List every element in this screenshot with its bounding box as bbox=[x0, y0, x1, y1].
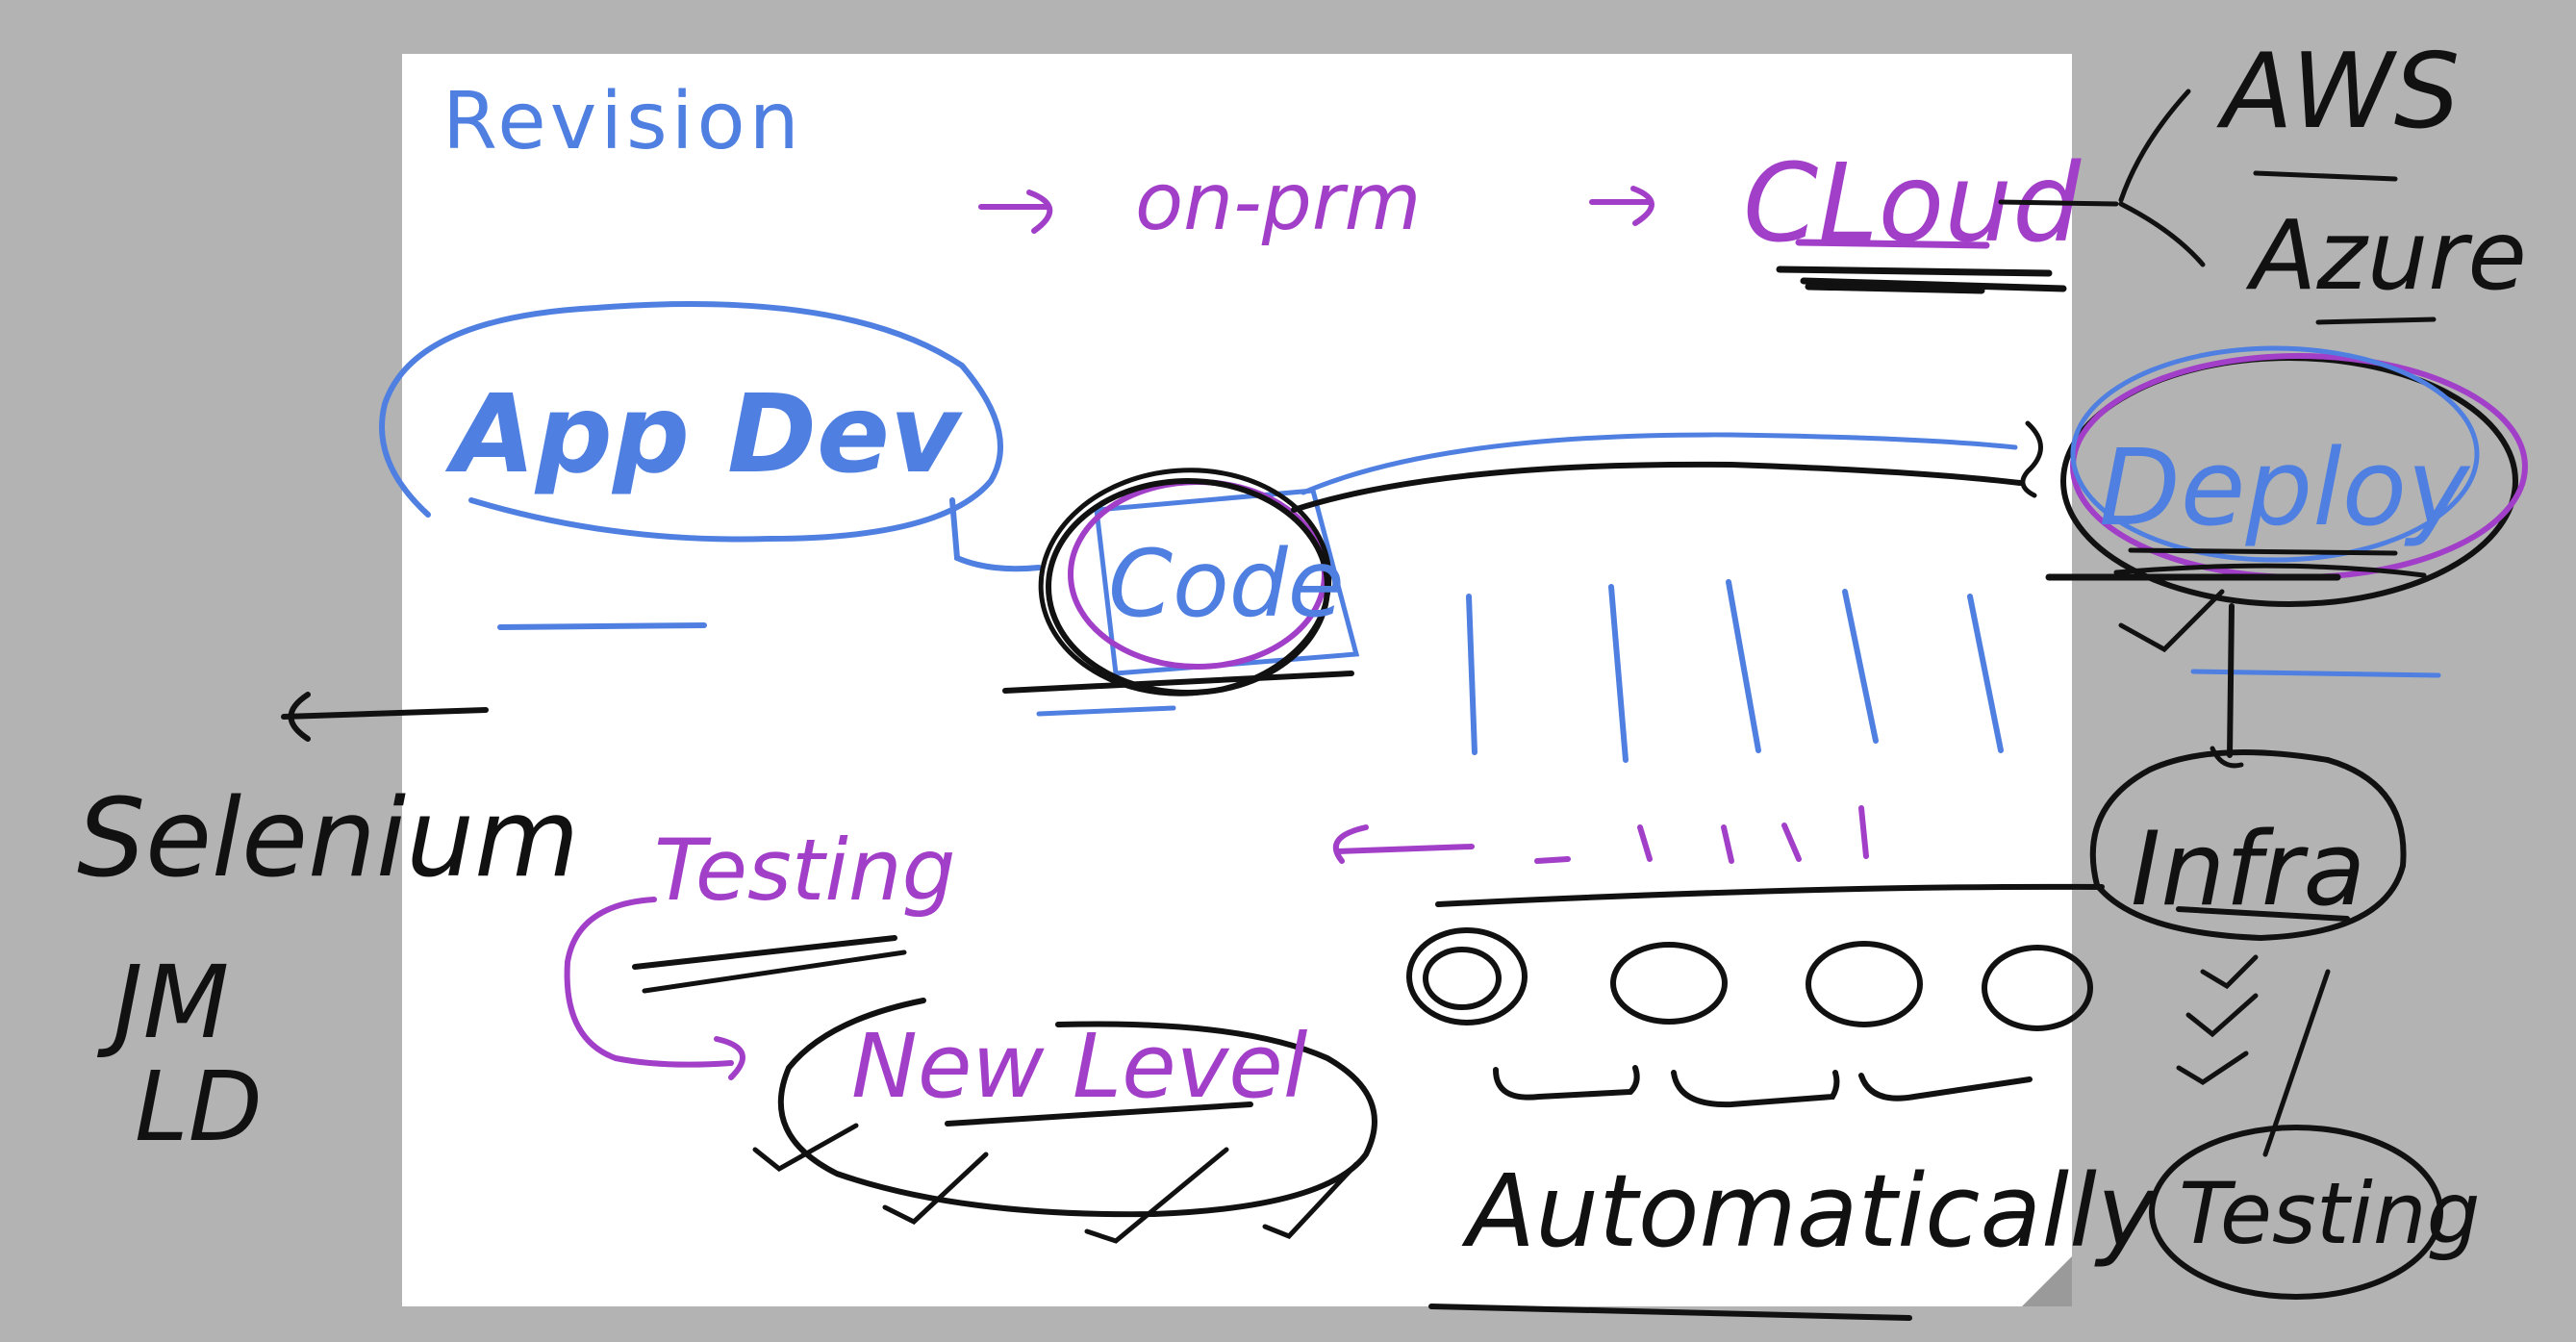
azure-label: Azure bbox=[2245, 199, 2527, 312]
app-dev-label: App Dev bbox=[444, 372, 963, 497]
middle-testing-strokes bbox=[564, 897, 907, 1080]
infra-checkmarks bbox=[2176, 954, 2331, 1157]
infra-to-pipeline-line bbox=[1435, 883, 2105, 907]
new-level-node bbox=[752, 998, 1377, 1244]
code-label: Code bbox=[1108, 530, 1345, 638]
pipeline-purple-strokes bbox=[1332, 805, 1869, 864]
pipeline-blue-strokes bbox=[1466, 579, 2004, 763]
automatically-label: Automatically bbox=[1461, 1152, 2158, 1270]
selenium-arrow bbox=[281, 692, 489, 742]
page-corner-fold bbox=[2022, 1256, 2072, 1306]
app-dev-bubble bbox=[379, 301, 1042, 630]
jm-label: JM bbox=[96, 944, 229, 1061]
code-node bbox=[1002, 468, 1360, 717]
cloud-branch-lines bbox=[1998, 89, 2437, 325]
cloud-underline bbox=[1776, 266, 2067, 294]
pipeline-circles bbox=[1406, 927, 2093, 1108]
right-testing-node bbox=[2149, 1125, 2443, 1300]
top-row bbox=[978, 186, 1990, 249]
deploy-label: Deploy bbox=[2099, 426, 2471, 549]
aws-label: AWS bbox=[2216, 32, 2460, 152]
code-to-deploy-arrow bbox=[1291, 420, 2043, 513]
selenium-label: Selenium bbox=[77, 776, 579, 901]
deploy-node bbox=[2045, 345, 2528, 678]
on-prem-label: on-prm bbox=[1135, 157, 1421, 248]
right-testing-label: Testing bbox=[2179, 1164, 2480, 1263]
ld-label: LD bbox=[135, 1051, 263, 1163]
infra-node bbox=[2089, 746, 2407, 942]
automatically-underline bbox=[1428, 1304, 1912, 1321]
deploy-to-infra-line bbox=[2227, 603, 2235, 758]
board-title: Revision bbox=[442, 76, 803, 167]
middle-testing-label: Testing bbox=[654, 821, 955, 920]
new-level-label: New Level bbox=[851, 1015, 1308, 1118]
infra-label: Infra bbox=[2131, 810, 2365, 928]
